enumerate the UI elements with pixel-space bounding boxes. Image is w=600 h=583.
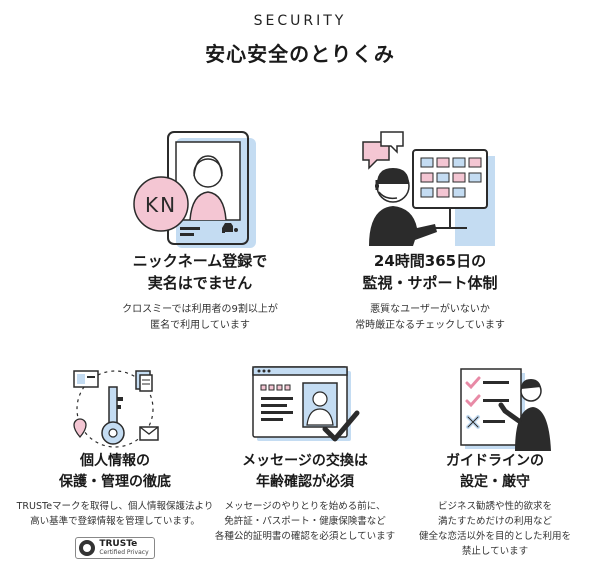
feature-age-verification: メッセージの交換は 年齢確認が必須 メッセージのやりとりを始める前に、 免許証・…	[205, 365, 405, 544]
feature-title: 24時間365日の 監視・サポート体制	[362, 252, 498, 292]
privacy-key-icon	[73, 370, 159, 448]
truste-seal-icon	[79, 540, 96, 556]
support-monitoring-icon	[362, 131, 495, 246]
feature-description: ビジネス勧誘や性的欲求を 満たすためだけの利用など 健全な恋活以外を目的とした利…	[418, 501, 571, 557]
guidelines-checklist-icon	[460, 368, 551, 451]
avatar-initials: KN	[145, 193, 177, 217]
feature-support: 24時間365日の 監視・サポート体制 悪質なユーザーがいないか 常時厳正なるチ…	[325, 128, 535, 334]
truste-subtitle: Certified Privacy	[99, 549, 149, 556]
feature-nickname: KN ニックネーム登録で 実名はでません クロスミーでは利用者の9割以上が 匿名…	[95, 128, 305, 334]
feature-guidelines: ガイドラインの 設定・厳守 ビジネス勧誘や性的欲求を 満たすためだけの利用など …	[395, 365, 595, 559]
truste-badge: TRUSTe Certified Privacy	[75, 537, 155, 559]
feature-description: クロスミーでは利用者の9割以上が 匿名で利用しています	[122, 304, 278, 331]
feature-title: ガイドラインの 設定・厳守	[446, 453, 544, 490]
feature-title: 個人情報の 保護・管理の徹底	[59, 453, 171, 490]
feature-privacy: 個人情報の 保護・管理の徹底 TRUSTeマークを取得し、個人情報保護法より 高…	[15, 365, 215, 560]
truste-brand: TRUSTe	[99, 539, 138, 549]
section-eyebrow: SECURITY	[253, 13, 347, 29]
nickname-phone-icon: KN	[133, 131, 256, 248]
feature-title: メッセージの交換は 年齢確認が必須	[242, 453, 368, 490]
feature-description: メッセージのやりとりを始める前に、 免許証・パスポート・健康保険書など 各種公的…	[214, 501, 396, 542]
feature-description: 悪質なユーザーがいないか 常時厳正なるチェックしています	[355, 304, 505, 331]
feature-title: ニックネーム登録で 実名はでません	[132, 252, 268, 292]
feature-description: TRUSTeマークを取得し、個人情報保護法より 高い基準で登録情報を管理していま…	[16, 501, 214, 527]
id-verification-icon	[252, 366, 360, 442]
section-title: 安心安全のとりくみ	[205, 42, 395, 66]
